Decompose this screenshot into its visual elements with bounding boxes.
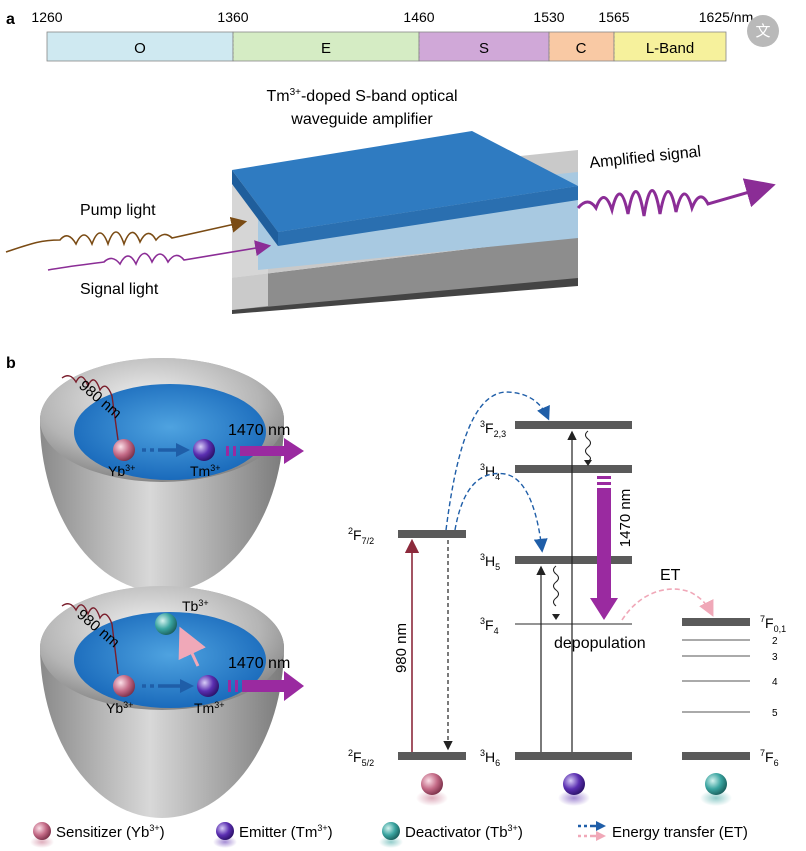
particle-2-tb-label: Tb3+: [182, 598, 209, 614]
legend-energy-transfer-icon: [578, 821, 606, 841]
amplifier-title-line1: Tm3+-doped S-band optical: [266, 87, 457, 105]
legend: Sensitizer (Yb3+) Emitter (Tm3+) Deactiv…: [30, 821, 748, 848]
band-l: [613, 31, 727, 62]
particle-2-tm-label: Tm3+: [194, 700, 224, 716]
particle-1-tm-label: Tm3+: [190, 463, 220, 479]
legend-deactivator-label: Deactivator (Tb3+): [405, 823, 523, 841]
tm-level-3f23: [515, 421, 632, 429]
tick-1625: 1625/nm: [699, 9, 753, 25]
tb-label-7f01: 7F0,1: [760, 614, 786, 634]
band-label-c: C: [576, 40, 587, 57]
particle-2-yb-label: Yb3+: [106, 700, 133, 716]
yb-column-ion: [421, 773, 443, 795]
legend-emitter-label: Emitter (Tm3+): [239, 823, 333, 841]
panel-a-label: a: [6, 11, 15, 28]
band-label-l: L-Band: [646, 40, 694, 57]
yb-label-2f72: 2F7/2: [348, 526, 374, 546]
tb-sublevel-5: 5: [772, 708, 778, 719]
band-s: [418, 31, 550, 62]
panel-b-label: b: [6, 355, 16, 372]
particle-2-tm-ion: [197, 675, 219, 697]
core-shell-particle-2: 980 nm Tb3+ 1470 nm Yb3+ Tm3+: [40, 586, 304, 818]
tm-column-ion: [563, 773, 585, 795]
particle-1-yb-ion: [113, 439, 135, 461]
tm-label-3f23: 3F2,3: [480, 419, 506, 439]
et-label: ET: [660, 567, 681, 584]
tb-sublevel-4: 4: [772, 677, 778, 688]
energy-level-diagram: 2F7/2 2F5/2 980 nm 3F2,3 3H4 3H5 3F4 3H6…: [348, 391, 786, 806]
amplifier-title-line2: waveguide amplifier: [290, 111, 433, 128]
amplified-signal-label: Amplified signal: [589, 143, 702, 172]
wavelength-band-bar: O E S C L-Band 1260 1360 1460 1530 1565 …: [31, 9, 753, 62]
tick-1565: 1565: [598, 9, 629, 25]
et-arrow-tm-to-tb: [621, 588, 714, 621]
legend-energy-transfer-label: Energy transfer (ET): [612, 824, 748, 841]
yb-label-2f52: 2F5/2: [348, 748, 374, 768]
tm-level-3h6: [515, 752, 632, 760]
yb-980-label: 980 nm: [393, 623, 410, 673]
tick-1460: 1460: [403, 9, 434, 25]
tm-label-3h5: 3H5: [480, 552, 500, 572]
tm-level-3h4: [515, 465, 632, 473]
core-shell-particle-1: 980 nm 1470 nm Yb3+ Tm3+: [40, 358, 304, 592]
tm-label-3h6: 3H6: [480, 748, 500, 768]
et-arrow-to-3f23: [445, 391, 550, 531]
particle-2-yb-ion: [113, 675, 135, 697]
tb-level-7f01: [682, 618, 750, 626]
particle-2-tb-ion: [155, 613, 177, 635]
signal-light-wave: [47, 240, 272, 271]
yb-level-2f72: [398, 530, 466, 538]
tm-1470-emission-arrow: [590, 476, 618, 620]
legend-emitter-icon: [216, 822, 234, 840]
legend-deactivator-icon: [382, 822, 400, 840]
tick-1260: 1260: [31, 9, 62, 25]
band-label-e: E: [321, 40, 331, 57]
waveguide-block: [232, 131, 578, 314]
tm-label-3h4: 3H4: [480, 462, 500, 482]
tm-1470-label: 1470 nm: [617, 489, 634, 547]
legend-sensitizer-icon: [33, 822, 51, 840]
depopulation-label: depopulation: [554, 635, 646, 652]
particle-2-emission-label: 1470 nm: [228, 655, 290, 672]
translate-icon[interactable]: 文: [747, 15, 779, 47]
waveguide-top: [232, 131, 578, 232]
tick-1530: 1530: [533, 9, 564, 25]
signal-light-label: Signal light: [80, 281, 159, 298]
amplified-signal-wave: [576, 178, 776, 217]
tb-sublevel-3: 3: [772, 652, 778, 663]
particle-1-emission-label: 1470 nm: [228, 422, 290, 439]
band-e: [232, 31, 420, 62]
tb-label-7f6: 7F6: [760, 748, 779, 768]
tm-level-3h5: [515, 556, 632, 564]
pump-light-wave: [5, 216, 248, 253]
et-arrow-to-3h5: [454, 472, 548, 553]
particle-1-tm-ion: [193, 439, 215, 461]
tb-level-7f6: [682, 752, 750, 760]
band-o: [46, 31, 234, 62]
tick-1360: 1360: [217, 9, 248, 25]
particle-1-yb-label: Yb3+: [108, 463, 135, 479]
band-label-s: S: [479, 40, 489, 57]
legend-sensitizer-label: Sensitizer (Yb3+): [56, 823, 165, 841]
band-label-o: O: [134, 40, 146, 57]
tb-sublevel-2: 2: [772, 636, 778, 647]
pump-light-label: Pump light: [80, 202, 156, 219]
tm-label-3f4: 3F4: [480, 616, 499, 636]
tb-column-ion: [705, 773, 727, 795]
yb-level-2f52: [398, 752, 466, 760]
